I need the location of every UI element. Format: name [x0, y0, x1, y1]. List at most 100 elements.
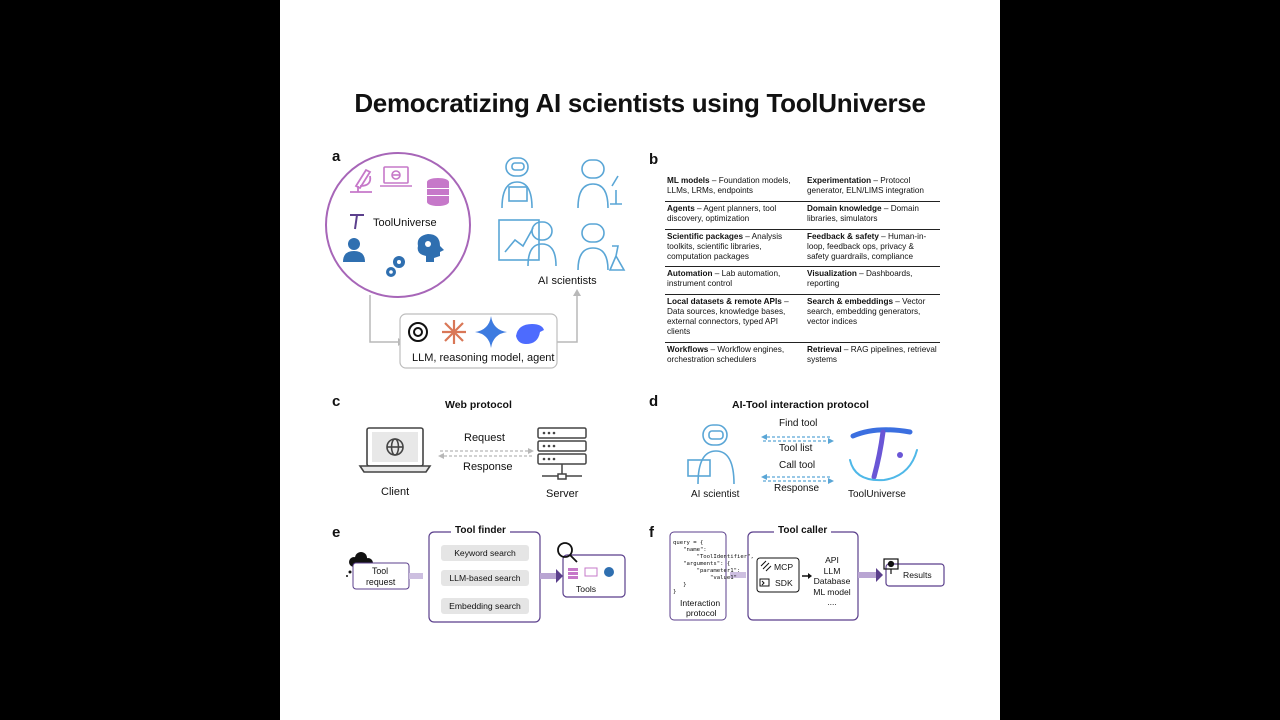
cell-body: Workflow engines, orchestration schedule…: [667, 345, 785, 364]
table-row-divider: [665, 201, 940, 202]
person-icon: [343, 238, 365, 262]
ai-scientist-icon: [687, 424, 735, 485]
request-label: Request: [464, 432, 505, 444]
tooluniverse-logo-small: [350, 214, 364, 230]
table-cell: Local datasets & remote APIs – Data sour…: [667, 297, 789, 336]
page-title: Democratizing AI scientists using ToolUn…: [354, 88, 926, 118]
mcp-sdk-box: [756, 557, 800, 593]
call-target: ....: [827, 597, 837, 607]
panel-d-graphics: [687, 424, 918, 485]
call-target: LLM: [823, 565, 841, 576]
client-label: Client: [381, 486, 410, 498]
panel-f-graphics: [669, 531, 945, 621]
cell-body: Agent planners, tool discovery, optimiza…: [667, 204, 777, 223]
embedding-search-chip[interactable]: Embedding search: [441, 598, 529, 614]
tool-request-label-2: request: [366, 577, 396, 587]
table-cell: Search & embeddings – Vector search, emb…: [807, 297, 926, 326]
ai-tool-protocol-title: AI-Tool interaction protocol: [732, 399, 869, 411]
response-label-d: Response: [774, 483, 820, 494]
cell-heading: Scientific packages: [667, 232, 743, 241]
table-row-divider: [665, 266, 940, 267]
panel-c-graphics: [358, 427, 587, 480]
presentation-icon: [883, 558, 899, 574]
cell-body: Lab automation, instrument control: [667, 269, 781, 288]
table-row-divider: [665, 342, 940, 343]
laptop-icon-small: [584, 567, 598, 577]
table-cell: Visualization – Dashboards, reporting: [807, 269, 913, 288]
table-cell: Automation – Lab automation, instrument …: [667, 269, 781, 288]
cell-heading: ML models: [667, 176, 710, 185]
cell-body: Vector search, embedding generators, vec…: [807, 297, 926, 326]
table-cell: Feedback & safety – Human-in-loop, feedb…: [807, 232, 927, 261]
arrow-llm-to-scientists: [557, 296, 578, 343]
brain-head-icon: [417, 234, 444, 262]
keyword-search-chip[interactable]: Keyword search: [441, 545, 529, 561]
openai-icon: [408, 322, 428, 342]
interaction-label-1: Interaction: [680, 598, 721, 608]
results-box: [885, 563, 945, 587]
panel-f-label: f: [649, 524, 654, 541]
table-cell: Scientific packages – Analysis toolkits,…: [667, 232, 783, 261]
cell-body: Dashboards, reporting: [807, 269, 913, 288]
call-target: ML model: [813, 586, 851, 597]
tooluniverse-circle: [325, 152, 471, 298]
find-tool-label: Find tool: [779, 418, 818, 429]
tools-label: Tools: [576, 584, 597, 594]
claude-icon: [442, 320, 466, 344]
arrow-circle-to-llm: [369, 295, 398, 343]
cell-heading: Workflows: [667, 345, 709, 354]
tool-finder-title: Tool finder: [451, 525, 510, 536]
cell-body: Data sources, knowledge bases, external …: [667, 307, 786, 336]
magnifier-icon: [557, 542, 578, 563]
panel-e-label: e: [332, 524, 341, 541]
brain-icon-small: [604, 567, 614, 577]
cell-body: Domain libraries, simulators: [807, 204, 919, 223]
llm-caption: LLM, reasoning model, agent: [412, 352, 555, 364]
panel-b-label: b: [649, 151, 659, 168]
deepseek-icon: [516, 324, 544, 344]
llm-search-chip[interactable]: LLM-based search: [441, 570, 529, 586]
table-cell: ML models – Foundation models, LLMs, LRM…: [667, 176, 791, 195]
cell-body: RAG pipelines, retrieval systems: [807, 345, 937, 364]
slide: Democratizing AI scientists using ToolUn…: [280, 0, 1000, 720]
interaction-label-2: protocol: [686, 608, 717, 618]
tool-list-label: Tool list: [779, 443, 813, 454]
call-target: API: [825, 555, 839, 565]
panel-a-label: a: [332, 148, 341, 165]
tool-caller-title: Tool caller: [774, 525, 832, 536]
table-cell: Domain knowledge – Domain libraries, sim…: [807, 204, 919, 223]
table-cell: Workflows – Workflow engines, orchestrat…: [667, 345, 785, 364]
tool-request-label-1: Tool: [372, 566, 389, 576]
cell-heading: Domain knowledge: [807, 204, 882, 213]
table-cell: Retrieval – RAG pipelines, retrieval sys…: [807, 345, 937, 364]
tooluniverse-label-d: ToolUniverse: [848, 489, 906, 500]
cell-body: Human-in-loop, feedback ops, privacy & s…: [807, 232, 927, 261]
cell-body: Foundation models, LLMs, LRMs, endpoints: [667, 176, 791, 195]
results-label: Results: [903, 570, 932, 580]
cell-heading: Agents: [667, 204, 695, 213]
ai-scientist-robot-icon: [498, 157, 626, 271]
cell-body: Protocol generator, ELN/LIMS integration: [807, 176, 924, 195]
table-row-divider: [665, 229, 940, 230]
llm-box: [399, 313, 558, 369]
panel-c-label: c: [332, 393, 341, 410]
microscope-icon: [350, 168, 372, 193]
client-monitor-icon: [358, 427, 432, 473]
panel-d-label: d: [649, 393, 659, 410]
table-cell: Agents – Agent planners, tool discovery,…: [667, 204, 777, 223]
table-cell: Experimentation – Protocol generator, EL…: [807, 176, 924, 195]
cell-body: Analysis toolkits, scientific libraries,…: [667, 232, 783, 261]
cell-heading: Retrieval: [807, 345, 842, 354]
server-label: Server: [546, 488, 579, 500]
call-target: Database: [813, 576, 851, 586]
terminal-icon: [759, 578, 770, 587]
cell-heading: Automation: [667, 269, 713, 278]
gears-icon: [386, 256, 405, 277]
cell-heading: Search & embeddings: [807, 297, 893, 306]
tooluniverse-label: ToolUniverse: [373, 217, 437, 229]
interaction-protocol-box: [669, 531, 727, 621]
ai-scientists-label: AI scientists: [538, 275, 597, 287]
database-icon: [427, 178, 449, 206]
database-icon-small: [568, 568, 578, 579]
